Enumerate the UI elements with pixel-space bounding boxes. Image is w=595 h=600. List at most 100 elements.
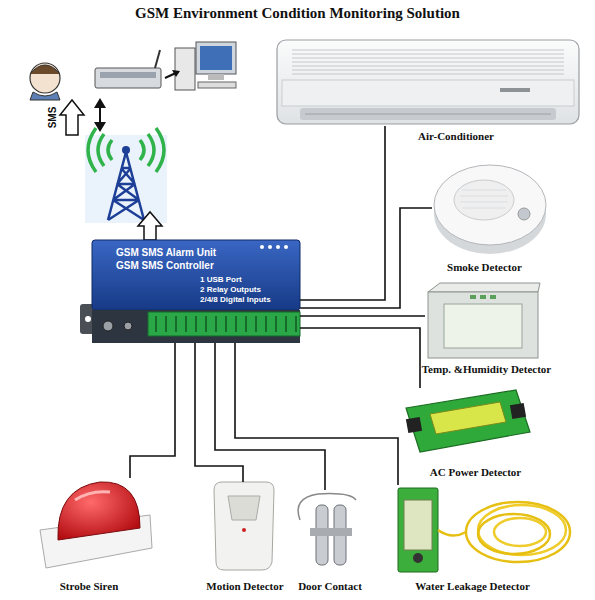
- smoke-cover: [434, 165, 546, 245]
- shoulders: [30, 92, 60, 100]
- signal-wire: [300, 315, 425, 317]
- pir-body: [214, 482, 274, 570]
- motion-detector-node: Motion Detector: [212, 482, 274, 570]
- motion-detector-illustration: [214, 482, 274, 570]
- monitor-stand: [208, 74, 224, 80]
- th-led: [490, 295, 496, 299]
- gsm-modem-icon: [95, 50, 161, 88]
- smoke-detector-node: Smoke Detector: [432, 160, 547, 255]
- sms-up-arrow: [60, 100, 84, 135]
- controller-face: [92, 240, 300, 310]
- ear-hole: [85, 316, 91, 322]
- controller-side: [92, 310, 300, 343]
- contact-bracket: [310, 528, 352, 536]
- power-jack: [103, 321, 113, 331]
- door-contact-illustration: [298, 494, 356, 565]
- gsm-controller-illustration: [80, 240, 300, 343]
- indicator: [268, 245, 272, 249]
- hair: [30, 65, 60, 74]
- signal-waves: [88, 128, 112, 172]
- sms-label: SMS: [47, 107, 58, 129]
- ac-louver-line: [305, 114, 551, 115]
- smoke-vents: [460, 190, 508, 208]
- device-label: Smoke Detector: [447, 261, 522, 273]
- ac-grille: [292, 50, 564, 74]
- temp-humidity-node: Temp. &Humidity Detector: [425, 282, 540, 360]
- indicator: [276, 245, 280, 249]
- signal-wire: [300, 208, 432, 308]
- acp-terminal: [510, 403, 526, 419]
- signal-wire: [300, 328, 420, 388]
- face: [30, 63, 60, 93]
- th-body: [428, 292, 538, 358]
- device-label: Water Leakage Detector: [415, 580, 530, 592]
- indicator: [284, 245, 288, 249]
- uplink-arrow: [138, 212, 162, 240]
- th-screen: [444, 304, 522, 348]
- strobe-siren-illustration: [40, 482, 152, 568]
- usb-port: [124, 322, 132, 330]
- wl-coil: [466, 502, 570, 562]
- monitor: [196, 42, 236, 74]
- tower-lattice: [108, 152, 144, 220]
- panel-text: 1 USB Port: [200, 276, 242, 284]
- water-leakage-node: Water Leakage Detector: [390, 485, 575, 570]
- water-leakage-illustration: [398, 488, 570, 572]
- signal-wire: [235, 343, 398, 485]
- signal-wire: [130, 343, 175, 478]
- smoke-chamber: [454, 180, 514, 220]
- keyboard: [198, 82, 236, 88]
- wl-module: [398, 488, 438, 572]
- signal-wire: [215, 343, 325, 490]
- acp-body: [406, 390, 530, 452]
- strobe-siren-node: Strobe Siren: [35, 478, 155, 570]
- ac-body: [277, 40, 579, 124]
- ac-panel: [282, 80, 574, 106]
- gsm-controller-node: GSM SMS Alarm UnitGSM SMS Controller 1 US…: [88, 238, 300, 343]
- signal-waves: [140, 128, 164, 172]
- wl-lead: [438, 530, 466, 536]
- device-label: Motion Detector: [206, 580, 283, 592]
- panel-text: GSM SMS Alarm Unit: [116, 248, 216, 258]
- modem-body: [95, 68, 161, 88]
- pir-led: [242, 528, 246, 532]
- siren-dome: [58, 482, 140, 540]
- wl-coil: [494, 518, 546, 546]
- terminal-screws: [156, 316, 296, 332]
- diagram-title: GSM Environment Condition Monitoring Sol…: [0, 5, 595, 22]
- device-label: Air-Conditioner: [418, 130, 494, 142]
- signal-wire: [195, 343, 243, 482]
- screen: [200, 46, 232, 70]
- device-label: Temp. &Humidity Detector: [422, 363, 551, 375]
- device-label: AC Power Detector: [430, 466, 521, 478]
- ac-power-detector-illustration: [406, 390, 530, 452]
- arrow-head: [172, 70, 180, 77]
- computer-icon: [175, 42, 236, 90]
- wl-coil: [478, 505, 566, 555]
- panel-text: 2 Relay Outputs: [200, 286, 261, 294]
- th-top: [428, 283, 540, 292]
- air-conditioner-node: Air-Conditioner: [277, 40, 579, 126]
- pc-tower: [175, 48, 195, 90]
- th-led: [480, 295, 486, 299]
- tower-top: [122, 146, 130, 154]
- terminal-strip: [148, 312, 300, 336]
- door-contact-node: Door Contact: [290, 490, 370, 570]
- cell-tower: [85, 128, 167, 223]
- signal-wire: [300, 126, 385, 300]
- temp-humidity-illustration: [428, 283, 540, 358]
- th-led: [470, 295, 476, 299]
- ac-louver: [300, 108, 556, 120]
- wl-knob: [413, 553, 423, 563]
- device-label: Strobe Siren: [60, 580, 119, 592]
- ac-brand-mark: [500, 88, 530, 92]
- siren-highlight: [75, 492, 110, 500]
- smoke-test-button: [518, 208, 530, 220]
- panel-text: GSM SMS Controller: [116, 261, 214, 271]
- indicator: [260, 245, 264, 249]
- modem-stripe: [100, 72, 156, 78]
- user-icon: [30, 63, 60, 100]
